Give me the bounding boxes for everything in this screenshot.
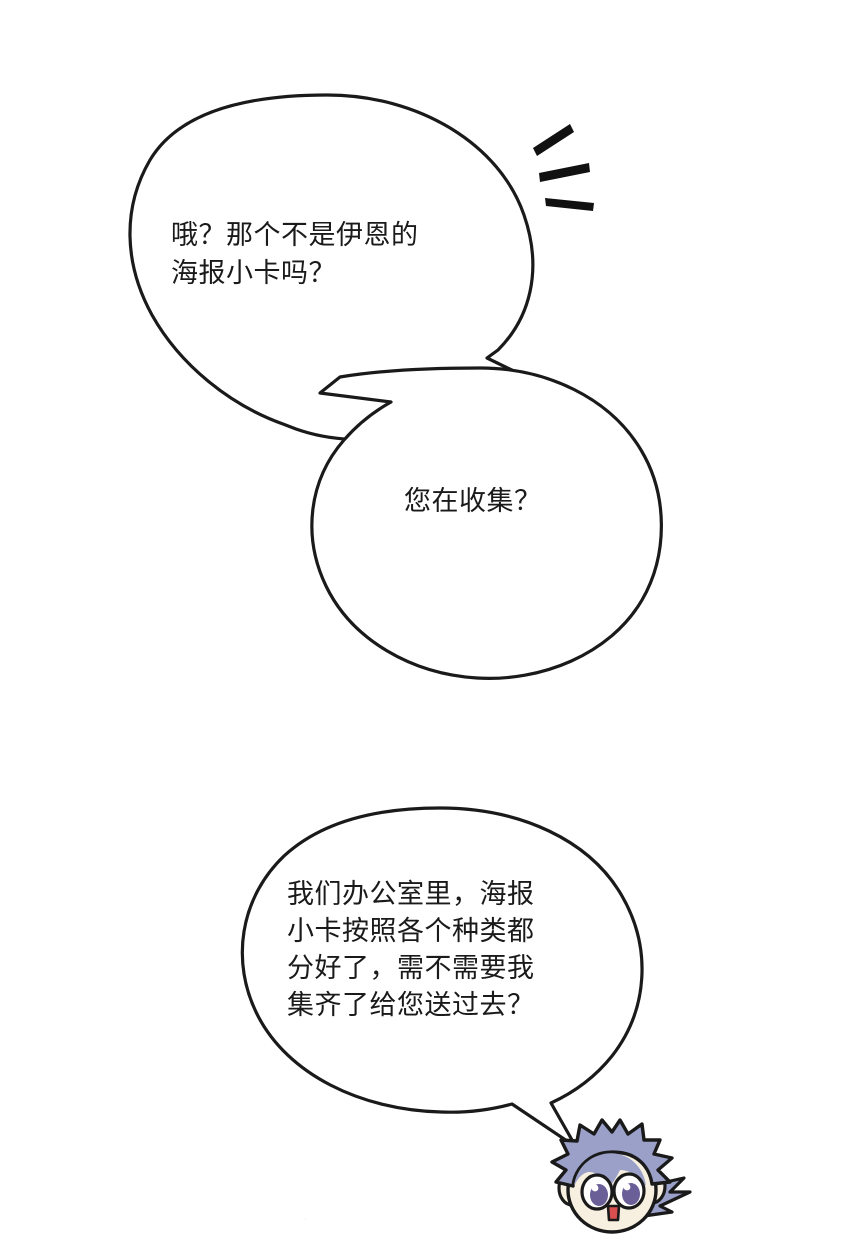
emphasis-line-3: [545, 198, 594, 211]
emphasis-speed-lines: [533, 124, 594, 211]
speech-bubble-2: [310, 366, 663, 680]
emphasis-line-2: [539, 163, 590, 182]
watermark: ·: [304, 1216, 307, 1223]
chibi-eye-highlight-left-icon: [591, 1184, 599, 1192]
chibi-eye-highlight-right-icon: [623, 1183, 631, 1191]
chibi-mouth-icon: [606, 1204, 621, 1222]
chibi-hair-fringe-icon: [574, 1153, 646, 1186]
emphasis-line-1: [533, 124, 574, 156]
speech-bubble-3-outline: [240, 806, 644, 1149]
speech-bubble-2-text: 您在收集？: [404, 486, 542, 516]
speech-bubble-1-text: 哦？那个不是伊恩的 海报小卡吗？: [171, 220, 419, 288]
speech-bubble-3: [240, 806, 644, 1149]
chibi-hair-icon: [550, 1118, 674, 1188]
speech-bubble-2-outline: [310, 366, 663, 680]
speech-bubble-3-text: 我们办公室里，海报 小卡按照各个种类都 分好了，需不需要我 集齐了给您送过去？: [287, 879, 535, 1020]
chibi-character: [550, 1118, 692, 1234]
